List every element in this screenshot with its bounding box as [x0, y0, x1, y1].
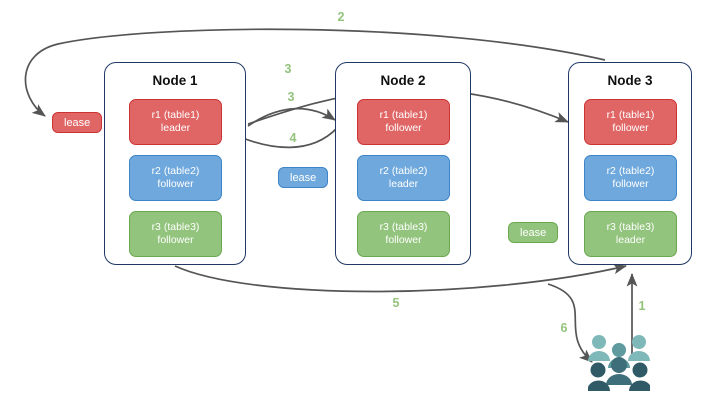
replica-name: r1 (table1) — [606, 108, 655, 121]
lease-chip-green[interactable]: lease — [508, 222, 559, 243]
node-1-replica-r3[interactable]: r3 (table3) follower — [129, 211, 222, 257]
replica-name: r3 (table3) — [606, 220, 655, 233]
users-icon — [588, 335, 650, 391]
lease-label: lease — [64, 116, 91, 129]
replica-name: r3 (table3) — [379, 220, 428, 233]
replica-role: follower — [157, 178, 194, 190]
lease-label: lease — [520, 226, 547, 239]
replica-name: r2 (table2) — [606, 164, 655, 177]
node-3-replica-r1[interactable]: r1 (table1) follower — [584, 99, 677, 145]
replica-role: leader — [160, 122, 191, 134]
replica-name: r1 (table1) — [379, 108, 428, 121]
replica-role: follower — [385, 234, 422, 246]
node-2-replica-r3[interactable]: r3 (table3) follower — [357, 211, 450, 257]
arrow-step-4 — [230, 127, 338, 149]
node-3-container[interactable]: Node 3 r1 (table1) follower r2 (table2) … — [568, 62, 692, 265]
node-2-container[interactable]: Node 2 r1 (table1) follower r2 (table2) … — [335, 62, 471, 265]
replica-name: r2 (table2) — [151, 164, 200, 177]
step-label-4: 4 — [289, 131, 297, 145]
replica-role: follower — [612, 178, 649, 190]
step-label-2: 2 — [337, 10, 345, 24]
replica-role: follower — [612, 122, 649, 134]
node-3-title: Node 3 — [607, 73, 653, 88]
arrow-step-5 — [174, 263, 627, 293]
node-1-title: Node 1 — [152, 73, 198, 88]
node-1-container[interactable]: Node 1 r1 (table1) leader r2 (table2) fo… — [104, 62, 246, 265]
step-label-3-lower: 3 — [287, 90, 295, 104]
replica-name: r2 (table2) — [379, 164, 428, 177]
replica-role: follower — [157, 234, 194, 246]
replica-role: leader — [388, 178, 419, 190]
step-label-1: 1 — [638, 299, 646, 313]
node-2-title: Node 2 — [380, 73, 426, 88]
node-2-replica-r2[interactable]: r2 (table2) leader — [357, 155, 450, 201]
node-3-replica-r2[interactable]: r2 (table2) follower — [584, 155, 677, 201]
replica-role: follower — [385, 122, 422, 134]
step-label-6: 6 — [560, 321, 568, 335]
step-label-5: 5 — [392, 296, 400, 310]
node-2-replica-r1[interactable]: r1 (table1) follower — [357, 99, 450, 145]
node-1-replica-r2[interactable]: r2 (table2) follower — [129, 155, 222, 201]
arrow-step-3-lower — [247, 107, 336, 127]
lease-chip-blue[interactable]: lease — [278, 167, 329, 188]
replica-name: r1 (table1) — [151, 108, 200, 121]
node-3-replica-r3[interactable]: r3 (table3) leader — [584, 211, 677, 257]
lease-label: lease — [290, 171, 317, 184]
lease-chip-red[interactable]: lease — [52, 112, 103, 133]
replica-name: r3 (table3) — [151, 220, 200, 233]
node-1-replica-r1[interactable]: r1 (table1) leader — [129, 99, 222, 145]
replica-role: leader — [615, 234, 646, 246]
step-label-3-upper: 3 — [284, 62, 292, 76]
